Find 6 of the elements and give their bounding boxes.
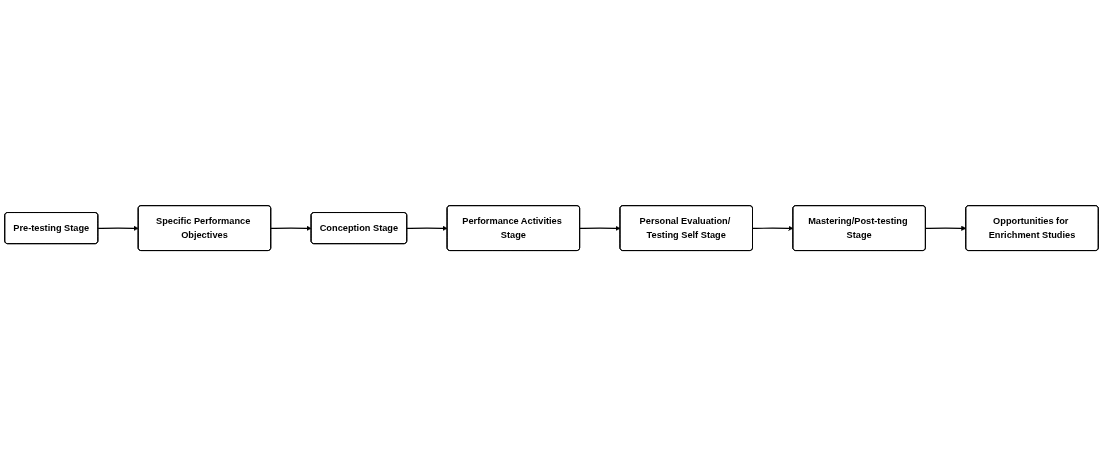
arrow	[752, 226, 794, 232]
arrow	[406, 226, 448, 232]
arrow	[270, 226, 312, 232]
arrow	[579, 226, 621, 232]
arrow	[97, 226, 139, 232]
arrow	[925, 226, 967, 232]
